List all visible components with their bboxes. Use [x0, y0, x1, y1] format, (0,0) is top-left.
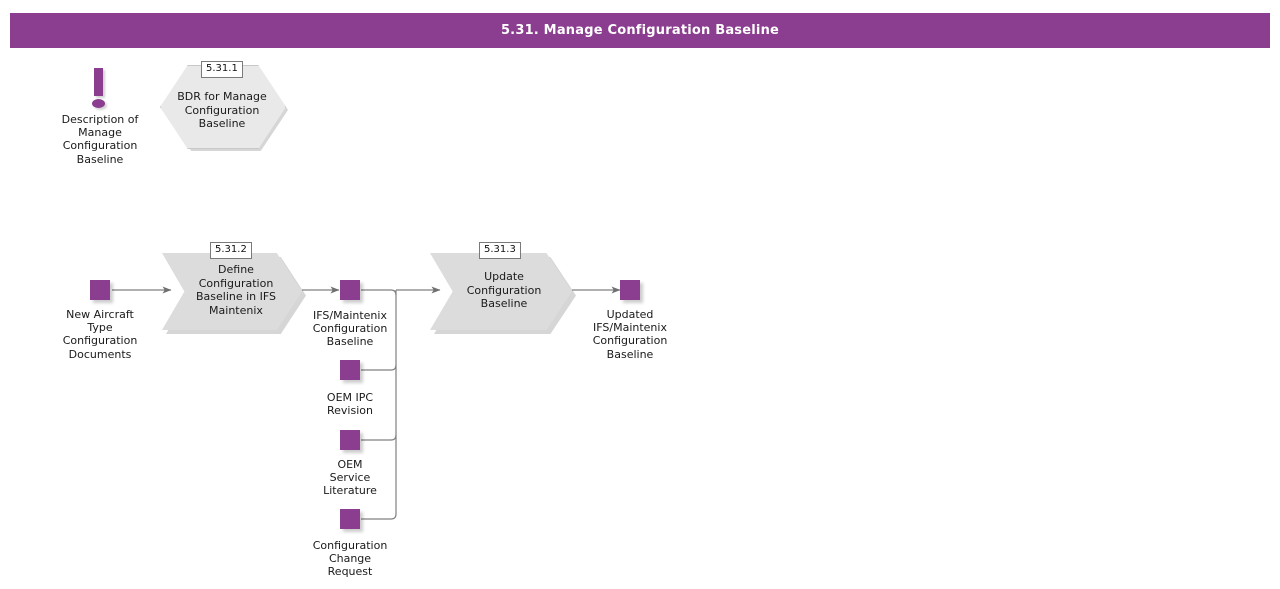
- bdr-hexagon-label: BDR for Manage Configuration Baseline: [177, 90, 267, 130]
- update-baseline-label: Update Configuration Baseline: [466, 270, 542, 310]
- data-object-oem-service-literature[interactable]: [340, 430, 360, 450]
- data-object-updated-ifs-maintenix-config-baseline-label: Updated IFS/Maintenix Configuration Base…: [592, 308, 668, 361]
- page-title: 5.31. Manage Configuration Baseline: [500, 23, 780, 38]
- exclamation-bar: [94, 68, 103, 96]
- bdr-hexagon[interactable]: [160, 65, 286, 149]
- data-object-updated-ifs-maintenix-config-baseline[interactable]: [620, 280, 640, 300]
- page-title-banner: 5.31. Manage Configuration Baseline: [10, 13, 1270, 48]
- data-object-ifs-maintenix-config-baseline[interactable]: [340, 280, 360, 300]
- define-baseline-id-tag: 5.31.2: [210, 242, 252, 259]
- data-object-configuration-change-request-label: Configuration Change Request: [312, 539, 388, 579]
- data-object-new-aircraft-type-docs-label: New Aircraft Type Configuration Document…: [62, 308, 138, 361]
- define-baseline-chevron[interactable]: [162, 253, 302, 330]
- exclamation-icon: [87, 68, 113, 112]
- data-object-configuration-change-request[interactable]: [340, 509, 360, 529]
- bdr-id-tag: 5.31.1: [201, 61, 243, 78]
- update-baseline-chevron[interactable]: [430, 253, 572, 330]
- data-object-oem-service-literature-label: OEM Service Literature: [323, 458, 377, 498]
- data-object-ifs-maintenix-config-baseline-label: IFS/Maintenix Configuration Baseline: [312, 309, 388, 349]
- exclamation-dot: [92, 99, 105, 108]
- data-object-oem-ipc-revision[interactable]: [340, 360, 360, 380]
- update-baseline-id-tag: 5.31.3: [479, 242, 521, 259]
- data-object-new-aircraft-type-docs[interactable]: [90, 280, 110, 300]
- define-baseline-label: Define Configuration Baseline in IFS Mai…: [195, 263, 277, 317]
- data-object-oem-ipc-revision-label: OEM IPC Revision: [326, 391, 374, 418]
- description-label: Description of Manage Configuration Base…: [61, 113, 139, 166]
